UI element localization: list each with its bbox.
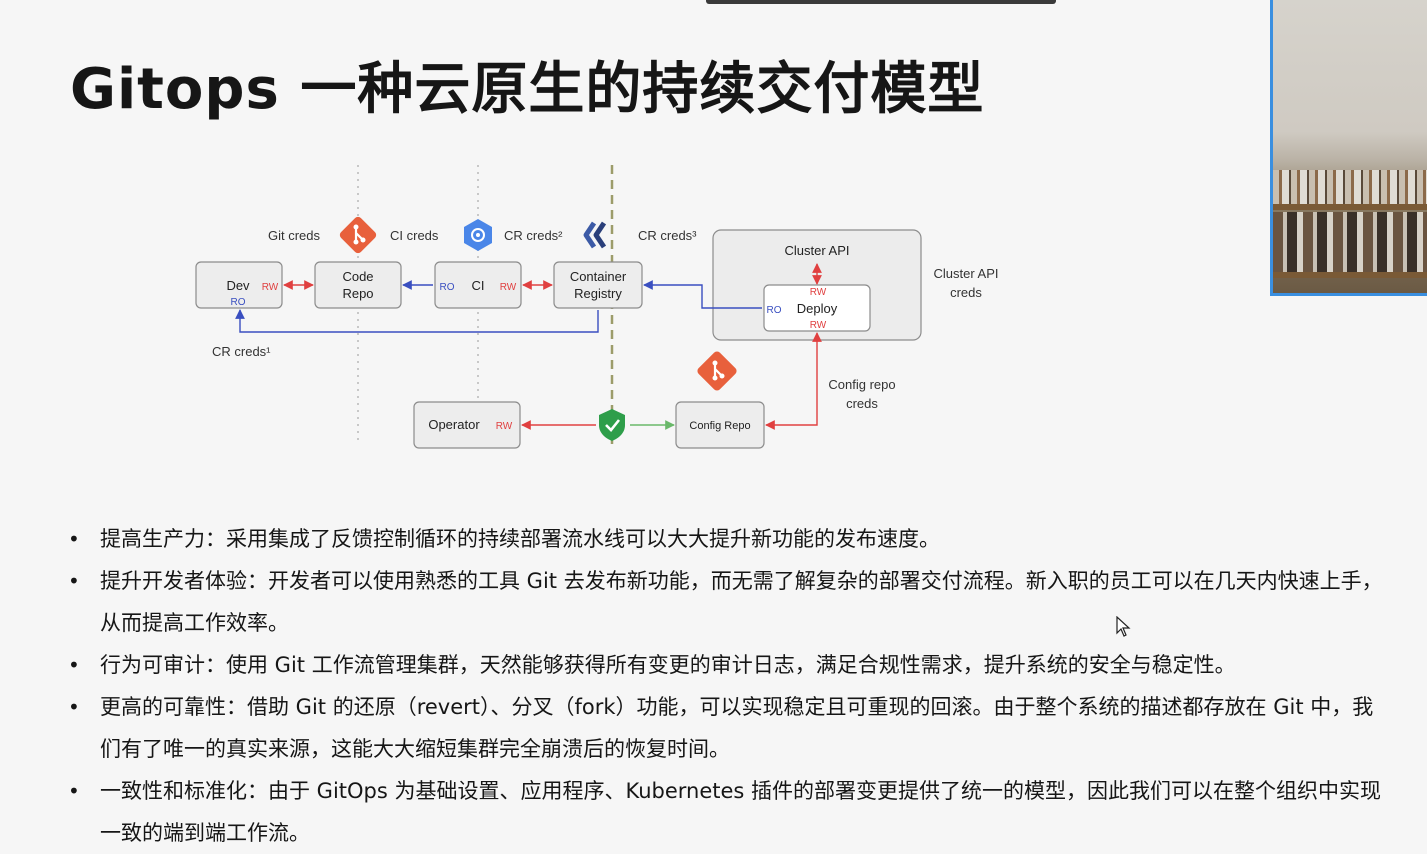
operator-label: Operator: [428, 417, 480, 432]
google-cloud-build-icon: [464, 219, 492, 251]
list-item: 一致性和标准化：由于 GitOps 为基础设置、应用程序、Kubernetes …: [68, 770, 1388, 854]
config-repo-node: [675, 401, 765, 449]
dev-ro: RO: [231, 297, 246, 308]
webcam-scene: [1273, 272, 1427, 278]
ci-rw: RW: [500, 282, 517, 293]
container-registry-icon: [583, 221, 607, 249]
deploy-label: Deploy: [797, 301, 838, 316]
container-registry-label-1: Container: [570, 269, 627, 284]
cr-creds2-label: CR creds²: [504, 228, 563, 243]
cluster-api-label: Cluster API: [784, 243, 849, 258]
webcam-scene: [1273, 170, 1427, 204]
benefits-list: 提高生产力：采用集成了反馈控制循环的持续部署流水线可以大大提升新功能的发布速度。…: [68, 518, 1388, 854]
gitops-diagram: Cluster API Dev RW RO Code Repo RO CI RW…: [190, 160, 1020, 460]
list-item: 提升开发者体验：开发者可以使用熟悉的工具 Git 去发布新功能，而无需了解复杂的…: [68, 560, 1388, 644]
arrow-configrepo-deploy: [765, 332, 822, 430]
config-repo-creds-label-1: Config repo: [828, 377, 895, 392]
deploy-rw-bottom: RW: [810, 320, 827, 331]
dev-rw: RW: [262, 282, 279, 293]
list-item: 行为可审计：使用 Git 工作流管理集群，天然能够获得所有变更的审计日志，满足合…: [68, 644, 1388, 686]
webcam-scene: [1273, 212, 1427, 272]
code-repo-label-2: Repo: [342, 286, 373, 301]
container-registry-label-2: Registry: [574, 286, 622, 301]
dev-label: Dev: [226, 278, 250, 293]
config-repo-creds-label-2: creds: [846, 396, 878, 411]
window-top-bar: [706, 0, 1056, 4]
arrow-deploy-registry: [643, 280, 762, 309]
deploy-ro: RO: [767, 305, 782, 316]
ci-creds-label: CI creds: [390, 228, 439, 243]
shield-check-icon: [599, 409, 625, 441]
container-registry-node: [553, 261, 643, 309]
ci-node: [434, 261, 522, 309]
cluster-api-creds-label-1: Cluster API: [933, 266, 998, 281]
ci-ro: RO: [440, 282, 455, 293]
cr-creds1-label: CR creds¹: [212, 344, 271, 359]
git-creds-label: Git creds: [268, 228, 321, 243]
deploy-node: [763, 284, 871, 332]
config-repo-label: Config Repo: [689, 420, 750, 432]
dev-node: [195, 261, 283, 309]
operator-node: [413, 401, 521, 449]
list-item: 提高生产力：采用集成了反馈控制循环的持续部署流水线可以大大提升新功能的发布速度。: [68, 518, 1388, 560]
deploy-rw-top: RW: [810, 287, 827, 298]
list-item: 更高的可靠性：借助 Git 的还原（revert）、分叉（fork）功能，可以实…: [68, 686, 1388, 770]
webcam-scene: [1273, 204, 1427, 210]
cr-creds3-label: CR creds³: [638, 228, 697, 243]
arrow-registry-dev: [235, 309, 599, 333]
operator-rw: RW: [496, 421, 513, 432]
code-repo-label-1: Code: [342, 269, 373, 284]
ci-label: CI: [472, 278, 485, 293]
mouse-cursor-icon: [1116, 616, 1131, 637]
cluster-api-creds-label-2: creds: [950, 285, 982, 300]
git-icon: [697, 351, 737, 391]
code-repo-node: [314, 261, 402, 309]
webcam-video[interactable]: [1270, 0, 1427, 296]
slide-title: Gitops 一种云原生的持续交付模型: [70, 57, 985, 122]
git-icon: [339, 216, 377, 254]
